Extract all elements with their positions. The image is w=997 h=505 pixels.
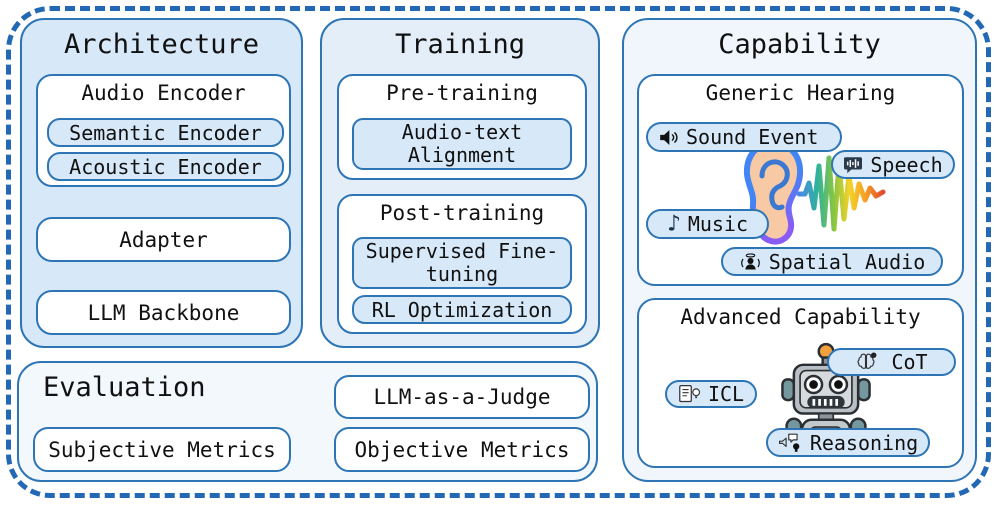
objective-metrics-pill: Objective Metrics	[334, 427, 590, 472]
architecture-section: Architecture Audio Encoder Semantic Enco…	[20, 18, 303, 348]
reasoning-pill: Reasoning	[766, 428, 930, 457]
outer-dashed-border	[6, 6, 991, 498]
semantic-encoder-label: Semantic Encoder	[69, 120, 262, 145]
generic-hearing-box: Generic Hearing	[637, 74, 964, 286]
subjective-metrics-label: Subjective Metrics	[48, 437, 276, 462]
audio-text-alignment-label: Audio-text Alignment	[401, 120, 523, 167]
training-title: Training	[394, 29, 526, 60]
pre-training-title: Pre-training	[386, 81, 538, 105]
pre-training-box: Pre-training Audio-text Alignment	[337, 74, 587, 180]
icl-label: ICL	[707, 382, 745, 406]
cot-label: CoT	[891, 350, 928, 374]
music-pill: ♪ Music	[646, 209, 769, 239]
reasoning-label: Reasoning	[809, 430, 919, 455]
training-section: Training Pre-training Audio-text Alignme…	[320, 18, 600, 348]
audio-encoder-title: Audio Encoder	[81, 81, 246, 105]
audio-encoder-box: Audio Encoder Semantic Encoder Acoustic …	[36, 74, 291, 187]
subjective-metrics-pill: Subjective Metrics	[33, 427, 291, 472]
adapter-label: Adapter	[119, 227, 208, 252]
speech-label: Speech	[870, 152, 943, 177]
architecture-title: Architecture	[63, 29, 260, 60]
music-label: Music	[687, 212, 749, 236]
speaker-icon	[660, 129, 678, 145]
acoustic-encoder-pill: Acoustic Encoder	[47, 152, 284, 181]
rl-optimization-pill: RL Optimization	[352, 295, 572, 324]
semantic-encoder-pill: Semantic Encoder	[47, 118, 284, 147]
spatial-audio-pill: Spatial Audio	[721, 247, 943, 276]
adapter-box: Adapter	[36, 217, 291, 262]
capability-title: Capability	[718, 29, 881, 60]
speech-pill: Speech	[831, 150, 955, 179]
music-note-icon: ♪	[666, 210, 681, 237]
llm-backbone-box: LLM Backbone	[36, 290, 291, 335]
supervised-fine-tuning-box: Supervised Fine-tuning	[352, 237, 572, 289]
rl-optimization-label: RL Optimization	[371, 297, 553, 322]
audio-text-alignment-box: Audio-text Alignment	[352, 118, 572, 170]
brain-icon	[857, 352, 877, 369]
spatial-audio-icon	[740, 252, 760, 270]
sound-event-label: Sound Event	[686, 125, 819, 149]
evaluation-title: Evaluation	[43, 372, 206, 403]
speech-waveform-icon	[844, 156, 863, 173]
supervised-fine-tuning-label: Supervised Fine-tuning	[365, 239, 559, 286]
llm-as-a-judge-label: LLM-as-a-Judge	[373, 385, 551, 409]
icl-pill: ICL	[665, 380, 757, 408]
evaluation-section: Evaluation LLM-as-a-Judge Subjective Met…	[17, 361, 598, 482]
capability-section: Capability Generic Hearing	[622, 18, 977, 482]
acoustic-encoder-label: Acoustic Encoder	[69, 154, 262, 179]
objective-metrics-label: Objective Metrics	[354, 437, 570, 462]
advanced-capability-box: Advanced Capability	[637, 298, 964, 468]
llm-as-a-judge-pill: LLM-as-a-Judge	[334, 375, 590, 419]
spatial-audio-label: Spatial Audio	[768, 249, 926, 274]
advanced-capability-title: Advanced Capability	[680, 305, 921, 329]
speech-bulb-icon	[778, 433, 800, 452]
generic-hearing-title: Generic Hearing	[705, 81, 896, 105]
document-bulb-icon	[679, 384, 701, 403]
post-training-title: Post-training	[379, 201, 545, 225]
sound-event-pill: Sound Event	[646, 122, 842, 152]
llm-backbone-label: LLM Backbone	[87, 300, 240, 325]
cot-pill: CoT	[827, 348, 956, 376]
post-training-box: Post-training Supervised Fine-tuning RL …	[337, 194, 587, 334]
